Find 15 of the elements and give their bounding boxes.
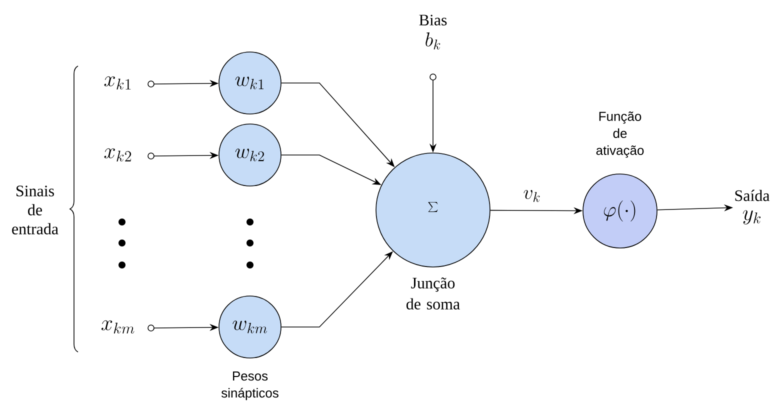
function-label: Função de ativação xyxy=(596,112,644,158)
node-label: Bias xyxy=(419,14,447,26)
input-terminal: $x_{k2}$ xyxy=(104,148,154,162)
bias-terminal: Bias $b_k$ xyxy=(419,14,447,80)
node-label: $x_{k2}$ xyxy=(104,148,132,162)
weights-label: Pesos sinápticos xyxy=(221,372,278,400)
edge-label: $v_k$ xyxy=(524,190,540,202)
node-label: $b_k$ xyxy=(426,32,440,50)
output-label: Saída $y_k$ xyxy=(735,190,770,224)
input-terminal: $x_{k1}$ xyxy=(104,76,154,90)
node-label: $x_{km}$ xyxy=(101,320,134,334)
input-terminal: $x_{km}$ xyxy=(101,320,154,334)
junction-label: Junção de soma xyxy=(406,278,460,310)
input-label: Sinais de entrada xyxy=(12,186,58,234)
node-label: $x_{k1}$ xyxy=(104,76,131,90)
